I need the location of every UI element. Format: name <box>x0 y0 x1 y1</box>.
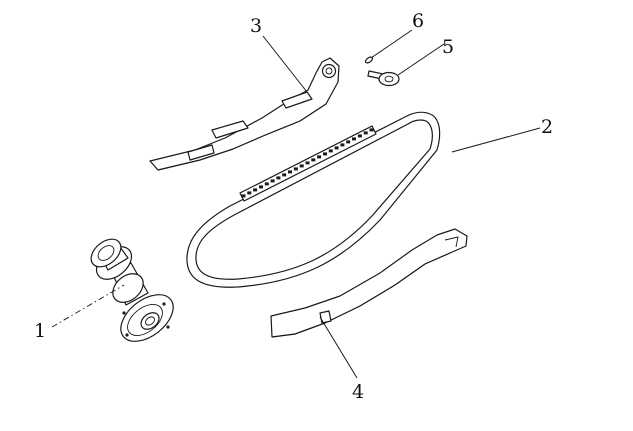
chain-link <box>247 191 252 195</box>
chain-link <box>334 146 339 150</box>
callout-5: 5 <box>442 36 454 58</box>
chain-link <box>270 179 275 183</box>
chain-link <box>259 185 263 189</box>
chain-link <box>253 188 258 192</box>
chain-link <box>299 164 304 168</box>
chain-link <box>305 161 310 165</box>
chain-link <box>352 137 356 141</box>
chain-guide <box>270 228 468 338</box>
callout-3: 3 <box>250 15 262 37</box>
callout-2: 2 <box>541 116 553 138</box>
chain-link <box>346 140 351 144</box>
chain-link <box>328 149 333 153</box>
callout-6: 6 <box>412 10 424 32</box>
bolt <box>367 70 400 87</box>
chain-link <box>311 158 316 162</box>
callout-1: 1 <box>34 320 46 342</box>
camshaft <box>90 238 174 342</box>
chain-link <box>293 167 298 171</box>
chain-link <box>340 143 345 147</box>
chain-link <box>241 194 246 198</box>
tensioner-slipper <box>149 57 340 171</box>
chain-link <box>282 173 287 177</box>
chain-link <box>288 170 292 174</box>
leader-lines <box>51 29 541 379</box>
callout-4: 4 <box>352 381 364 403</box>
chain-link <box>323 152 327 156</box>
chain-link <box>276 176 281 180</box>
chain-link <box>264 182 269 186</box>
chain-link <box>317 155 322 159</box>
chain-link <box>369 128 374 132</box>
chain-link <box>357 134 362 138</box>
timing-chain <box>186 111 441 288</box>
chain-links <box>241 128 374 198</box>
chain-link <box>363 131 368 135</box>
